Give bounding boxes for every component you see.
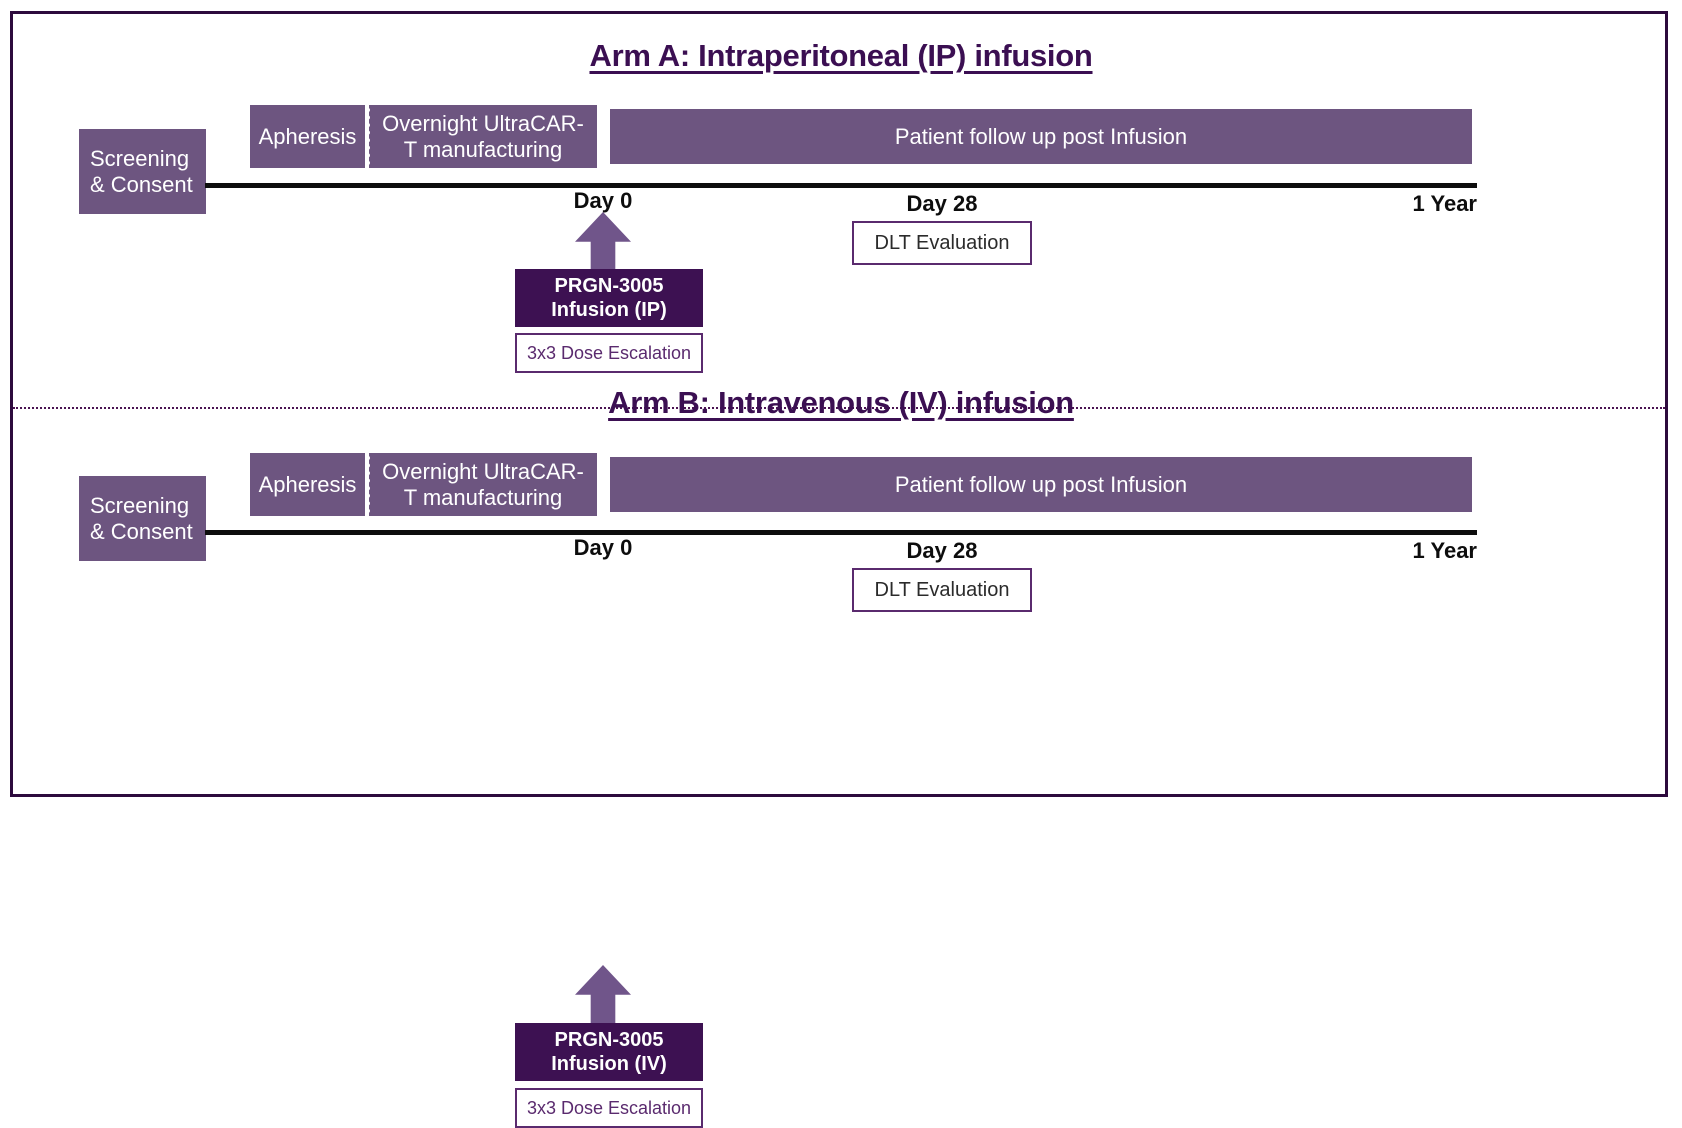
arm-a-screening-line2: & Consent	[90, 171, 193, 197]
arm-a-dose-escalation-box: 3x3 Dose Escalation	[515, 333, 703, 373]
arm-b-followup-block: Patient follow up post Infusion	[610, 457, 1472, 512]
arm-a-timeline	[205, 183, 1477, 188]
arm-b-day28-label: Day 28	[906, 538, 978, 563]
arm-b-infusion-line1: PRGN-3005	[554, 1028, 664, 1051]
arm-b-manufacturing-block: Overnight UltraCAR-T manufacturing	[369, 453, 597, 516]
arm-a-screening-block: Screening & Consent	[79, 129, 206, 214]
arm-divider	[13, 407, 1665, 409]
arm-a-day28-label: Day 28	[906, 191, 978, 216]
arm-b-timeline	[205, 530, 1477, 535]
arm-b-phase-separator	[366, 456, 370, 513]
arm-b-screening-line1: Screening	[90, 493, 190, 519]
arm-b-screening-line2: & Consent	[90, 518, 193, 544]
diagram-canvas: Arm A: Intraperitoneal (IP) infusion Scr…	[0, 11, 1682, 1128]
arm-b-screening-block: Screening & Consent	[79, 476, 206, 561]
arm-a-day0-label: Day 0	[573, 188, 633, 213]
arm-a-dlt-evaluation-box: DLT Evaluation	[852, 221, 1032, 265]
arm-b-day0-label: Day 0	[573, 535, 633, 560]
arm-b-infusion-box: PRGN-3005 Infusion (IV)	[515, 1023, 703, 1081]
arm-b-dose-escalation-box: 3x3 Dose Escalation	[515, 1088, 703, 1128]
arm-a-followup-block: Patient follow up post Infusion	[610, 109, 1472, 164]
arm-a-infusion-box: PRGN-3005 Infusion (IP)	[515, 269, 703, 327]
arm-a-infusion-line1: PRGN-3005	[554, 274, 664, 297]
arm-a-one-year-label: 1 Year	[1412, 191, 1477, 216]
arm-a-phase-separator	[366, 108, 370, 165]
arm-a-manufacturing-block: Overnight UltraCAR-T manufacturing	[369, 105, 597, 168]
arm-b-infusion-arrow-icon	[575, 965, 631, 1027]
arm-b-infusion-line2: Infusion (IV)	[551, 1053, 667, 1075]
arm-a-title: Arm A: Intraperitoneal (IP) infusion	[589, 38, 1093, 73]
arm-b-dlt-evaluation-box: DLT Evaluation	[852, 568, 1032, 612]
diagram-frame	[10, 11, 1668, 797]
arm-a-infusion-line2: Infusion (IP)	[551, 299, 667, 321]
arm-b-title: Arm B: Intravenous (IV) infusion	[608, 385, 1074, 420]
arm-b-section: Arm B: Intravenous (IV) infusion Screeni…	[0, 385, 1682, 1128]
arm-a-section: Arm A: Intraperitoneal (IP) infusion Scr…	[0, 11, 1682, 408]
arm-a-screening-line1: Screening	[90, 146, 190, 172]
arm-a-apheresis-block: Apheresis	[250, 105, 365, 168]
arm-b-apheresis-block: Apheresis	[250, 453, 365, 516]
arm-b-one-year-label: 1 Year	[1412, 538, 1477, 563]
arm-a-infusion-arrow-icon	[575, 212, 631, 274]
